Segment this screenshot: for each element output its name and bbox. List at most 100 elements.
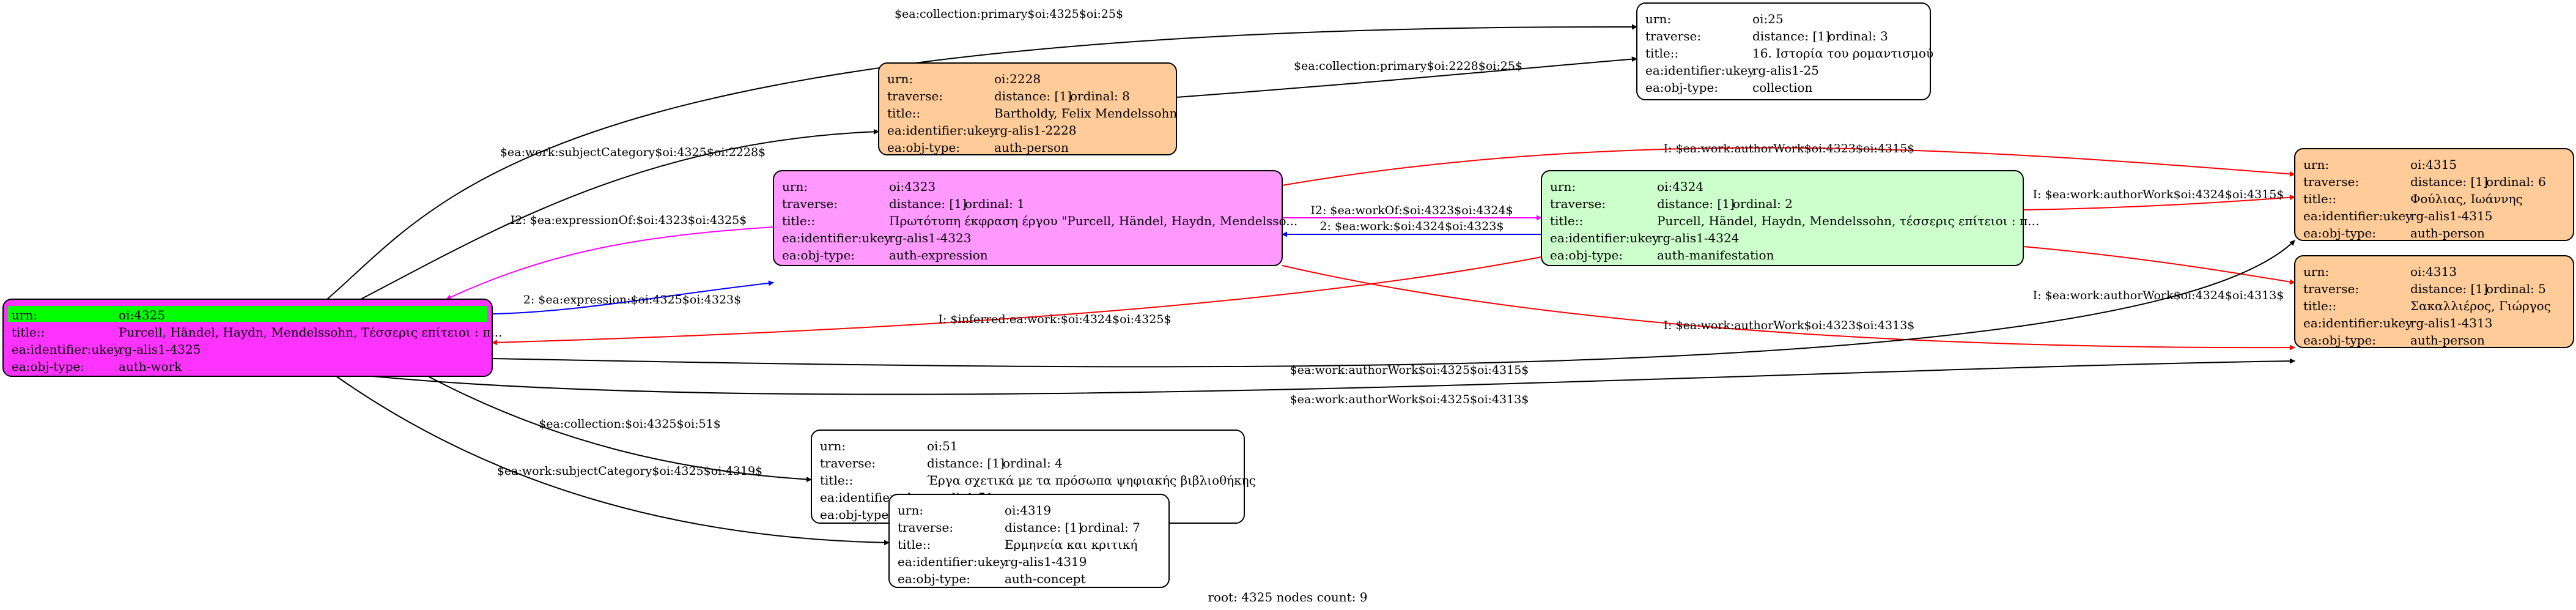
node-field-key: urn: <box>887 72 913 86</box>
node-field-value: distance: [1] <box>1752 29 1830 43</box>
node-field-key: title:: <box>1550 214 1583 228</box>
edge-line <box>446 226 774 300</box>
node-field-extra: ordinal: 1 <box>965 196 1025 211</box>
node-field-key: ea:obj-type: <box>1645 80 1718 95</box>
node-field-value: oi:4315 <box>2410 157 2457 172</box>
edge-line <box>492 256 1542 346</box>
node-field-value: oi:4325 <box>119 308 165 322</box>
edge-label: $ea:collection:primary$oi:4325$oi:25$ <box>895 7 1123 21</box>
graph-edge: I: $ea:work:authorWork$oi:4324$oi:4315$ <box>2023 188 2295 210</box>
node-field-value: Φούλιας, Ιωάννης <box>2410 192 2523 206</box>
edge-label: $ea:work:authorWork$oi:4325$oi:4315$ <box>1290 363 1529 377</box>
node-field-value: Purcell, Händel, Haydn, Mendelssohn, Τέσ… <box>119 325 502 340</box>
node-field-value: oi:25 <box>1752 12 1784 26</box>
node-field-key: urn: <box>1645 12 1671 26</box>
node-field-key: ea:obj-type: <box>12 359 84 374</box>
graph-edge: 2: $ea:expression:$oi:4325$oi:4323$ <box>492 280 774 314</box>
edge-line <box>360 128 879 300</box>
node-field-key: ea:identifier:ukey <box>1550 231 1659 245</box>
node-field-value: Πρωτότυπη έκφραση έργου "Purcell, Händel… <box>889 214 1297 228</box>
node-box <box>888 494 1170 588</box>
node-field-value: rg-alis1-4325 <box>119 342 201 357</box>
edge-line <box>372 358 2295 395</box>
edge-label: I: $ea:work:authorWork$oi:4323$oi:4313$ <box>1664 319 1915 332</box>
node-field-key: ea:obj-type: <box>782 248 855 262</box>
edge-label: I2: $ea:workOf:$oi:4323$oi:4324$ <box>1310 204 1513 217</box>
node-field-key: traverse: <box>820 456 876 471</box>
edge-label: $ea:collection:primary$oi:2228$oi:25$ <box>1294 59 1522 73</box>
graph-edge: I: $ea:work:authorWork$oi:4324$oi:4313$ <box>2023 246 2295 302</box>
edge-label: I: $inferred:ea:work:$oi:4324$oi:4325$ <box>938 313 1171 326</box>
graph-edge: $ea:work:authorWork$oi:4325$oi:4313$ <box>372 358 2295 406</box>
node-field-extra: ordinal: 4 <box>1003 456 1063 471</box>
node-field-key: ea:obj-type: <box>887 140 960 155</box>
edges-layer: $ea:collection:primary$oi:4325$oi:25$ $ea… <box>327 7 2295 546</box>
edge-line <box>492 280 774 314</box>
node-field-key: title:: <box>12 325 45 340</box>
node-field-value: oi:4319 <box>1005 503 1051 518</box>
node-field-key: urn: <box>2303 157 2329 172</box>
node-field-value: oi:51 <box>927 439 958 453</box>
node-field-value: oi:2228 <box>994 72 1041 86</box>
node-field-value: auth-expression <box>889 248 988 262</box>
node-field-key: ea:identifier:ukey <box>782 231 891 245</box>
node-field-key: title:: <box>2303 192 2336 206</box>
node-field-value: collection <box>1752 80 1813 95</box>
node-field-value: distance: [1] <box>2410 174 2488 189</box>
node-field-value: auth-work <box>119 359 182 374</box>
node-field-key: title:: <box>898 537 931 552</box>
node-field-value: Bartholdy, Felix Mendelssohn <box>994 106 1177 121</box>
node-field-value: rg-alis1-4319 <box>1005 554 1087 569</box>
node-box <box>773 170 1283 266</box>
graph-edge: I: $ea:work:authorWork$oi:4323$oi:4315$ <box>1282 142 2295 186</box>
node-field-key: urn: <box>898 503 923 518</box>
node-field-key: title:: <box>1645 46 1678 61</box>
edge-label: 2: $ea:work:$oi:4324$oi:4323$ <box>1319 220 1504 233</box>
node-field-value: rg-alis1-2228 <box>994 123 1076 138</box>
node-field-key: urn: <box>820 439 846 453</box>
node-box <box>878 62 1177 155</box>
edge-label: I: $ea:work:authorWork$oi:4324$oi:4313$ <box>2033 289 2284 302</box>
node-field-value: Σακαλλιέρος, Γιώργος <box>2410 299 2551 313</box>
node-field-key: traverse: <box>887 89 943 103</box>
node-field-value: auth-person <box>2410 226 2485 240</box>
root-header-highlight <box>8 306 487 322</box>
edge-label: $ea:work:subjectCategory$oi:4325$oi:2228… <box>500 146 766 159</box>
node-field-key: ea:obj-type: <box>898 571 970 586</box>
node-field-value: rg-alis1-4324 <box>1657 231 1739 245</box>
node-field-key: ea:obj-type: <box>820 507 893 522</box>
graph-edge: $ea:work:subjectCategory$oi:4325$oi:2228… <box>360 128 879 300</box>
node-box <box>1636 2 1931 100</box>
graph-edge: $ea:work:subjectCategory$oi:4325$oi:4319… <box>336 376 890 546</box>
node-field-value: distance: [1] <box>927 456 1005 471</box>
node-field-key: ea:obj-type: <box>2303 226 2376 240</box>
edge-label: $ea:collection:$oi:4325$oi:51$ <box>539 417 721 431</box>
node-field-key: urn: <box>12 308 37 322</box>
node-box <box>1541 170 2024 266</box>
edge-label: I2: $ea:expressionOf:$oi:4323$oi:4325$ <box>511 214 747 227</box>
node-field-value: oi:4313 <box>2410 264 2457 279</box>
node-field-value: distance: [1] <box>889 196 967 211</box>
edge-label: I: $ea:work:authorWork$oi:4324$oi:4315$ <box>2033 188 2284 201</box>
node-box <box>2294 255 2574 348</box>
node-field-key: ea:obj-type: <box>1550 248 1623 262</box>
node-field-extra: ordinal: 7 <box>1080 520 1140 535</box>
edge-line <box>336 376 890 546</box>
graph-edge: $ea:collection:primary$oi:2228$oi:25$ <box>1176 56 1637 98</box>
node-field-value: Έργα σχετικά με τα πρόσωπα ψηφιακής βιβλ… <box>927 473 1256 488</box>
graph-edge: $ea:collection:$oi:4325$oi:51$ <box>427 376 812 482</box>
graph-caption: root: 4325 nodes count: 9 <box>1208 590 1367 604</box>
edge-line <box>2023 195 2295 210</box>
node-field-value: auth-concept <box>1005 571 1085 586</box>
edge-line <box>492 240 2295 368</box>
